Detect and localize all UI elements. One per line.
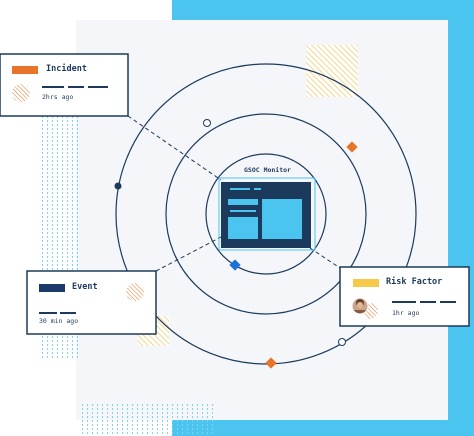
monitor-header-bar: [230, 188, 250, 190]
incident-dash: [42, 86, 64, 88]
dotted-lines-bottom: [78, 404, 213, 436]
hatched-circle-icon: [12, 84, 30, 102]
risk-title: Risk Factor: [386, 277, 443, 287]
diamond-marker-icon: [229, 259, 241, 271]
hatched-circle-icon: [126, 283, 144, 301]
event-dash: [39, 312, 57, 314]
event-pill: [39, 284, 65, 292]
event-card-bg: [26, 270, 157, 335]
incident-title: Incident: [46, 64, 87, 74]
risk-time: 1hr ago: [392, 309, 420, 317]
monitor-title: GSOC Monitor: [244, 166, 291, 174]
incident-time: 2hrs ago: [42, 93, 74, 101]
event-time: 30 min ago: [39, 317, 79, 325]
incident-pill: [12, 66, 38, 74]
risk-pill: [353, 279, 379, 287]
monitor-sidebar-box: [228, 217, 258, 239]
risk-dash: [420, 301, 436, 303]
monitor-sidebar: [228, 199, 258, 205]
circle-marker-icon: [338, 338, 346, 346]
orbit-ring-outer: [115, 63, 417, 365]
monitor-header-bar: [254, 188, 261, 190]
dot-marker-icon: [114, 182, 122, 190]
connector-risk: [309, 247, 341, 269]
diamond-marker-icon: [346, 141, 358, 153]
incident-dash: [68, 86, 84, 88]
risk-dash: [440, 301, 456, 303]
monitor-main-panel: [262, 199, 302, 239]
risk-card-bg: [339, 266, 470, 327]
orbit-ring-middle: [165, 113, 367, 315]
avatar-ring: [351, 297, 369, 315]
event-title: Event: [72, 282, 98, 292]
monitor-outline: [218, 177, 316, 251]
monitor-sidebar-item: [230, 210, 256, 212]
risk-dash: [392, 301, 416, 303]
avatar-photo-icon: [352, 298, 368, 314]
diamond-marker-icon: [265, 357, 277, 369]
orbit-ring-inner: [205, 153, 327, 275]
hatched-square-top: [306, 45, 358, 97]
circle-marker-icon: [203, 119, 211, 127]
incident-dash: [88, 86, 108, 88]
event-dash: [60, 312, 76, 314]
connector-event: [155, 236, 222, 272]
connector-incident: [127, 115, 222, 181]
